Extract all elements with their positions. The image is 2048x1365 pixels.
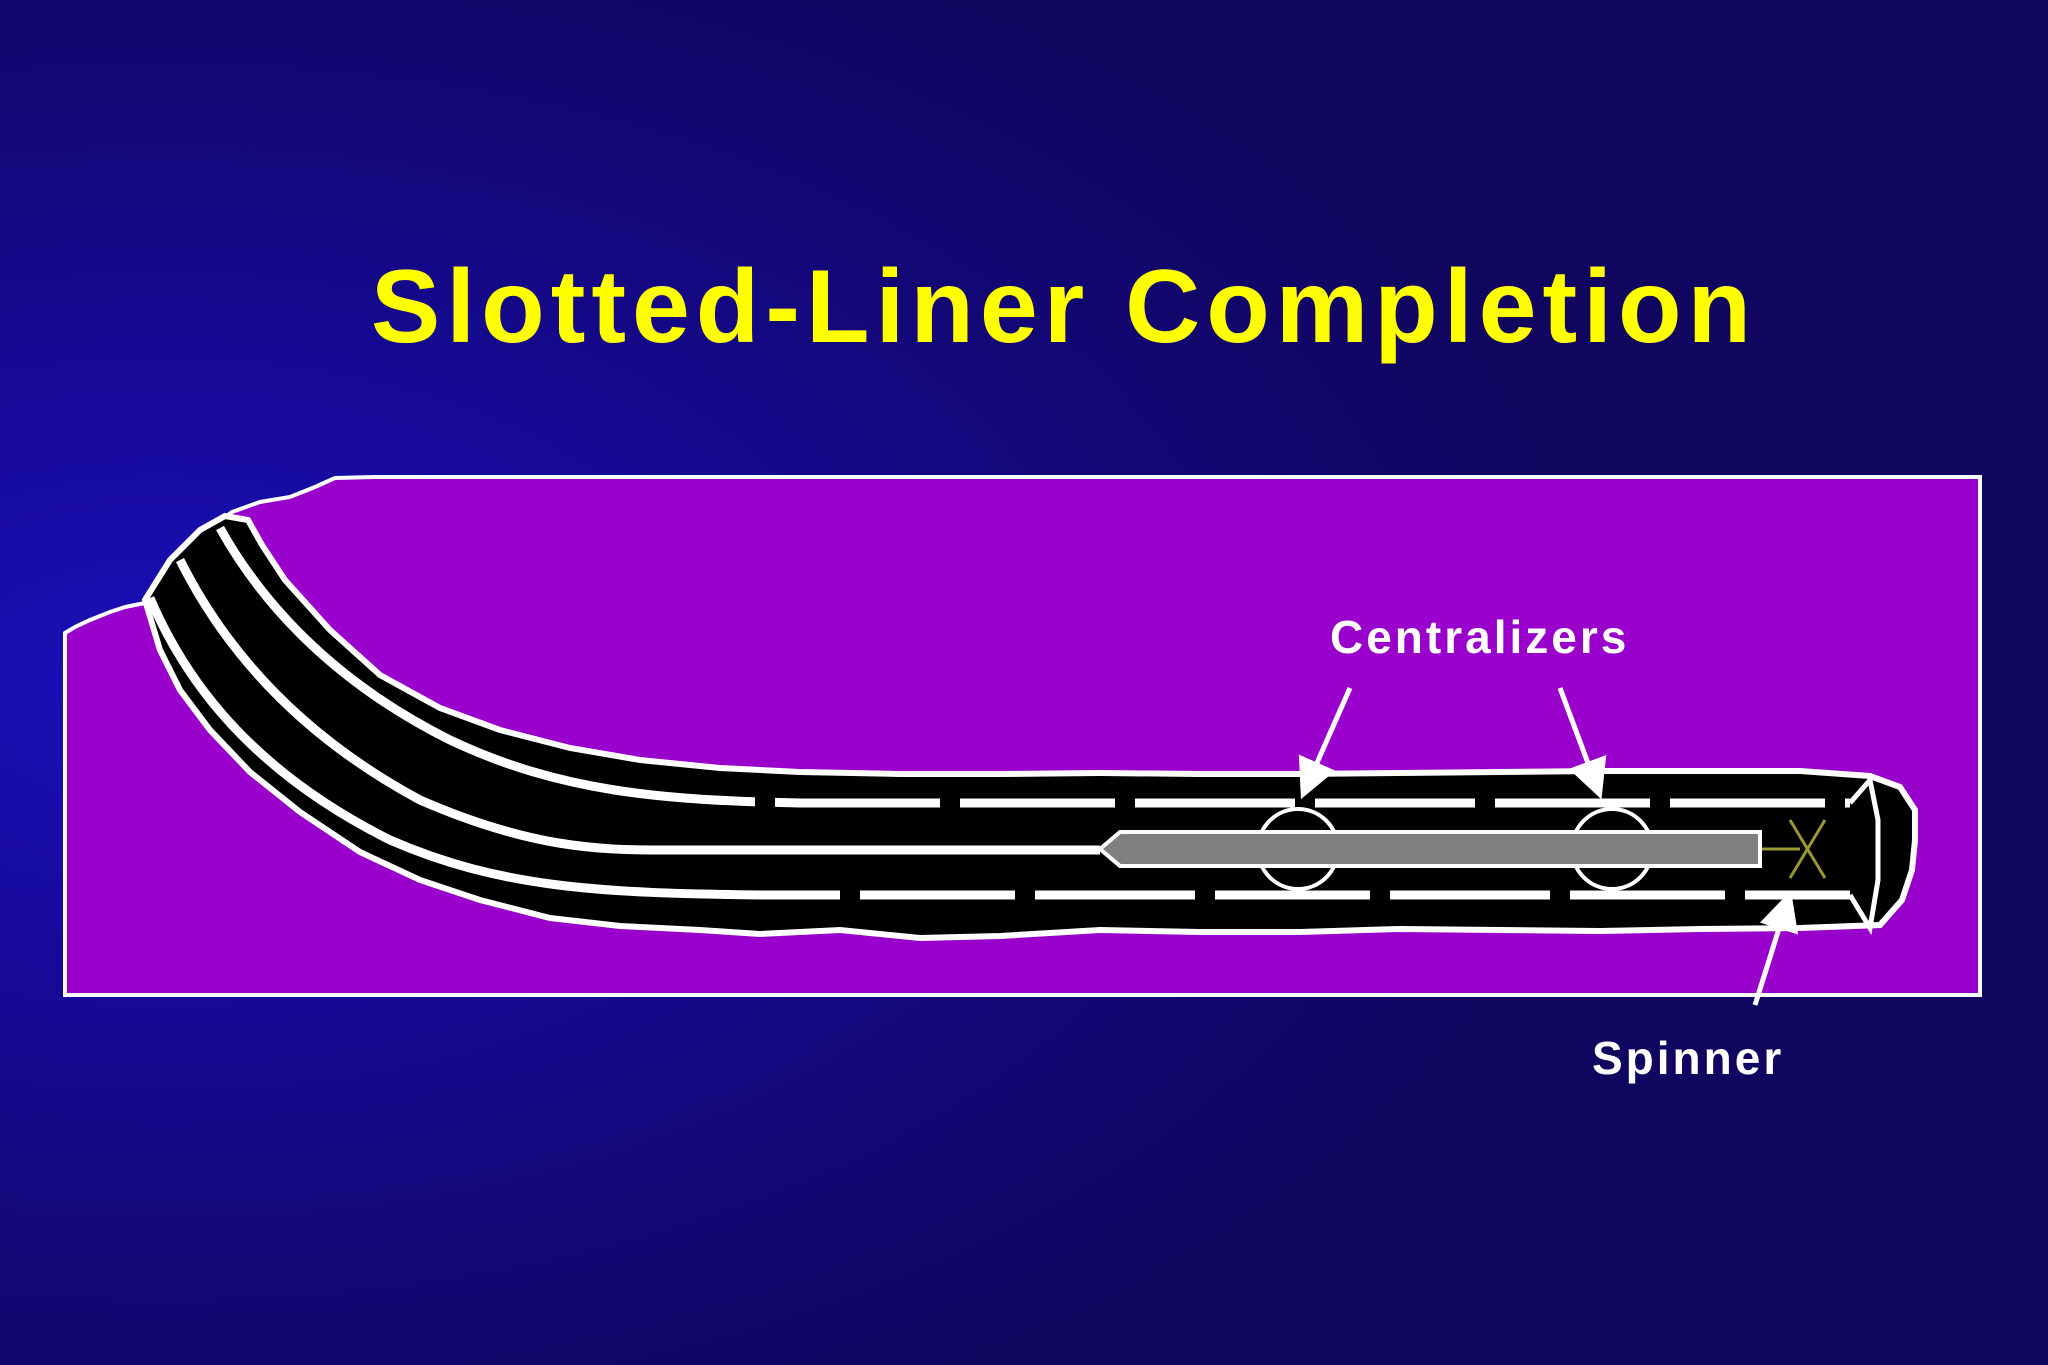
spinner: [1762, 819, 1827, 879]
centralizer-arrow-2: [1557, 687, 1607, 800]
lower-liner-slots: [840, 888, 1745, 902]
liner-wall-upper: [216, 525, 1850, 808]
tubing-line: [175, 557, 1100, 855]
spinner-arrow: [1752, 890, 1799, 1006]
slide-title: Slotted-Liner Completion: [370, 249, 1758, 365]
liner-wall-lower: [145, 596, 1850, 900]
centralizer-arrow-1: [1298, 686, 1353, 800]
upper-liner-slots: [755, 796, 1845, 810]
liner-shoe: [1847, 774, 1881, 936]
centralizers-label: Centralizers: [1330, 611, 1630, 663]
spinner-label: Spinner: [1592, 1032, 1785, 1084]
logging-tool: [1096, 830, 1762, 868]
